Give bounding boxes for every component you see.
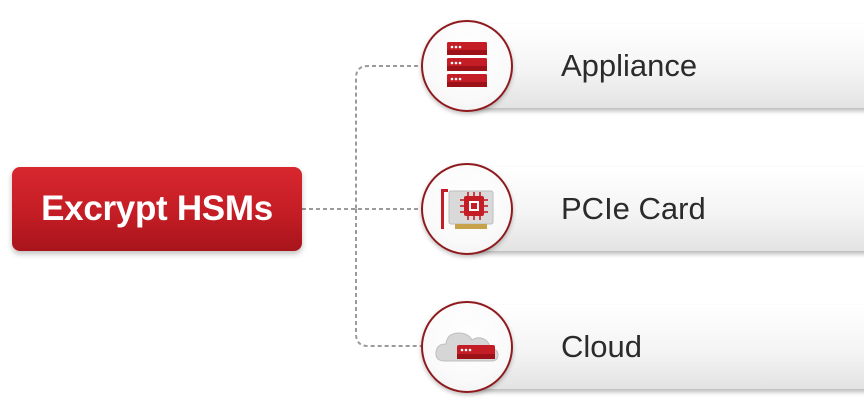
root-node: Excrypt HSMs	[12, 167, 302, 251]
item-label-cloud: Cloud	[561, 329, 642, 364]
pcie-card-icon	[421, 163, 513, 255]
server-rack-icon	[421, 20, 513, 112]
item-label-pcie-card: PCIe Card	[561, 191, 706, 226]
root-label: Excrypt HSMs	[41, 189, 273, 228]
item-bar-appliance	[470, 24, 864, 108]
item-bar-cloud	[470, 305, 864, 389]
item-bar-pcie-card	[470, 167, 864, 251]
connector-trunk-to-cloud	[355, 209, 425, 347]
cloud-server-icon	[421, 301, 513, 393]
item-label-appliance: Appliance	[561, 48, 698, 83]
connector-trunk-to-appliance	[355, 65, 425, 209]
